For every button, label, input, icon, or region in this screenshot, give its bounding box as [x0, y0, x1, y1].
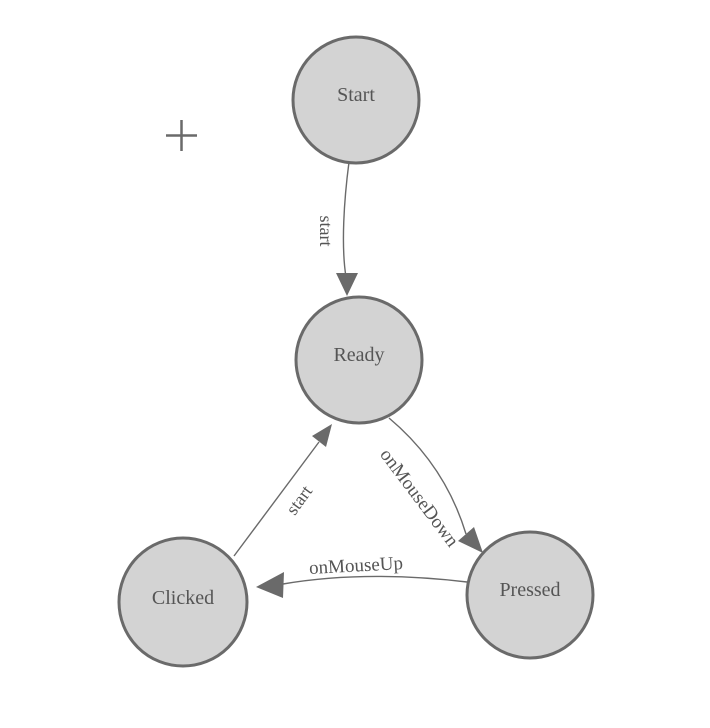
transition-line[interactable]: [388, 417, 467, 535]
state-node-clicked[interactable]: Clicked: [117, 536, 249, 668]
state-node-ready[interactable]: Ready: [294, 295, 424, 425]
arrowhead-icon: [458, 527, 483, 553]
state-node-label: Start: [337, 84, 375, 106]
state-circle[interactable]: [465, 530, 595, 660]
state-circle[interactable]: [291, 35, 421, 165]
transition-start-to-ready[interactable]: start: [316, 161, 358, 296]
state-node-label: Clicked: [152, 587, 214, 609]
transition-ready-to-pressed[interactable]: onMouseDown: [375, 417, 483, 553]
transition-label: start: [282, 482, 316, 519]
transition-label: start: [316, 216, 336, 247]
arrowhead-icon: [256, 572, 284, 598]
state-node-pressed[interactable]: Pressed: [465, 530, 595, 660]
state-circle[interactable]: [294, 295, 424, 425]
state-node-label: Pressed: [499, 579, 560, 601]
transition-line[interactable]: [342, 161, 350, 278]
transition-label: onMouseDown: [375, 445, 463, 552]
transition-pressed-to-clicked[interactable]: onMouseUp: [256, 553, 468, 598]
transition-clicked-to-ready[interactable]: start: [233, 424, 332, 557]
transition-line[interactable]: [282, 575, 468, 585]
state-node-label: Ready: [333, 344, 384, 366]
transition-line[interactable]: [233, 441, 320, 557]
transition-label: onMouseUp: [309, 553, 404, 579]
arrowhead-icon: [336, 273, 358, 296]
state-circle[interactable]: [117, 536, 249, 668]
plus-icon[interactable]: [166, 120, 197, 151]
state-node-start[interactable]: Start: [291, 35, 421, 165]
arrowhead-icon: [312, 424, 332, 447]
